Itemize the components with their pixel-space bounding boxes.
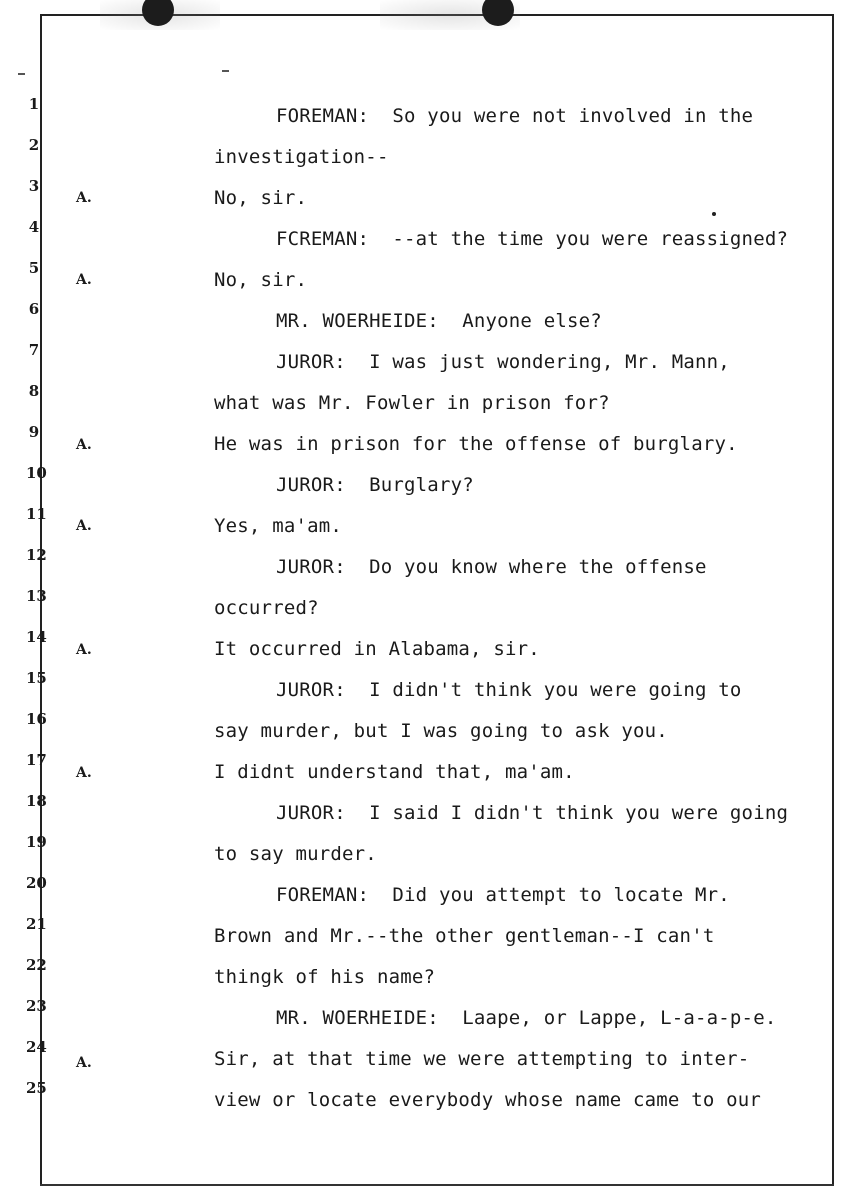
line-number: 24 [26, 1038, 47, 1056]
page-bottom-border [40, 1184, 834, 1186]
transcript-line: I didnt understand that, ma'am. [214, 761, 575, 783]
transcript-line: JUROR: I was just wondering, Mr. Mann, [276, 351, 730, 373]
transcript-line: JUROR: Burglary? [276, 474, 474, 496]
transcript-line: It occurred in Alabama, sir. [214, 638, 540, 660]
answer-marker: A. [76, 190, 92, 206]
line-number: 18 [26, 792, 47, 810]
answer-marker: A. [76, 518, 92, 534]
line-number: 10 [26, 464, 47, 482]
line-number: 19 [26, 833, 47, 851]
answer-marker: A. [76, 1055, 92, 1071]
transcript-line: FCREMAN: --at the time you were reassign… [276, 228, 789, 250]
line-number: 3 [28, 177, 40, 195]
stray-mark [712, 212, 716, 216]
answer-marker: A. [76, 272, 92, 288]
answer-marker: A. [76, 642, 92, 658]
line-number: 14 [26, 628, 47, 646]
transcript-line: MR. WOERHEIDE: Anyone else? [276, 310, 602, 332]
line-number: 21 [26, 915, 47, 933]
transcript-line: Brown and Mr.--the other gentleman--I ca… [214, 925, 715, 947]
line-number: 12 [26, 546, 47, 564]
transcript-line: JUROR: I said I didn't think you were go… [276, 802, 789, 824]
page-frame [40, 14, 834, 1184]
line-number: 16 [26, 710, 47, 728]
transcript-line: MR. WOERHEIDE: Laape, or Lappe, L-a-a-p-… [276, 1007, 777, 1029]
transcript-line: to say murder. [214, 843, 377, 865]
transcript-line: No, sir. [214, 187, 308, 209]
margin-mark [222, 70, 229, 72]
line-number: 20 [26, 874, 47, 892]
transcript-line: view or locate everybody whose name came… [214, 1089, 762, 1111]
transcript-line: what was Mr. Fowler in prison for? [214, 392, 610, 414]
transcript-line: FOREMAN: Did you attempt to locate Mr. [276, 884, 730, 906]
line-number: 8 [28, 382, 40, 400]
transcript-line: Yes, ma'am. [214, 515, 343, 537]
transcript-line: occurred? [214, 597, 319, 619]
transcript-line: Sir, at that time we were attempting to … [214, 1048, 750, 1070]
line-number: 5 [28, 259, 40, 277]
answer-marker: A. [76, 437, 92, 453]
line-number: 7 [28, 341, 40, 359]
transcript-line: JUROR: I didn't think you were going to [276, 679, 742, 701]
line-number: 15 [26, 669, 47, 687]
line-number: 11 [26, 505, 47, 523]
binder-hole-left [142, 0, 174, 26]
transcript-line: JUROR: Do you know where the offense [276, 556, 707, 578]
margin-mark [18, 73, 25, 75]
line-number: 1 [28, 95, 40, 113]
line-number: 2 [28, 136, 40, 154]
transcript-line: FOREMAN: So you were not involved in the [276, 105, 754, 127]
line-number: 22 [26, 956, 47, 974]
answer-marker: A. [76, 765, 92, 781]
line-number: 23 [26, 997, 47, 1015]
line-number: 9 [28, 423, 40, 441]
transcript-line: investigation-- [214, 146, 389, 168]
line-number: 17 [26, 751, 47, 769]
transcript-line: He was in prison for the offense of burg… [214, 433, 738, 455]
binder-hole-right [482, 0, 514, 26]
transcript-line: thingk of his name? [214, 966, 436, 988]
line-number: 4 [28, 218, 40, 236]
line-number: 25 [26, 1079, 47, 1097]
transcript-line: say murder, but I was going to ask you. [214, 720, 668, 742]
line-number: 6 [28, 300, 40, 318]
line-number: 13 [26, 587, 47, 605]
transcript-line: No, sir. [214, 269, 308, 291]
